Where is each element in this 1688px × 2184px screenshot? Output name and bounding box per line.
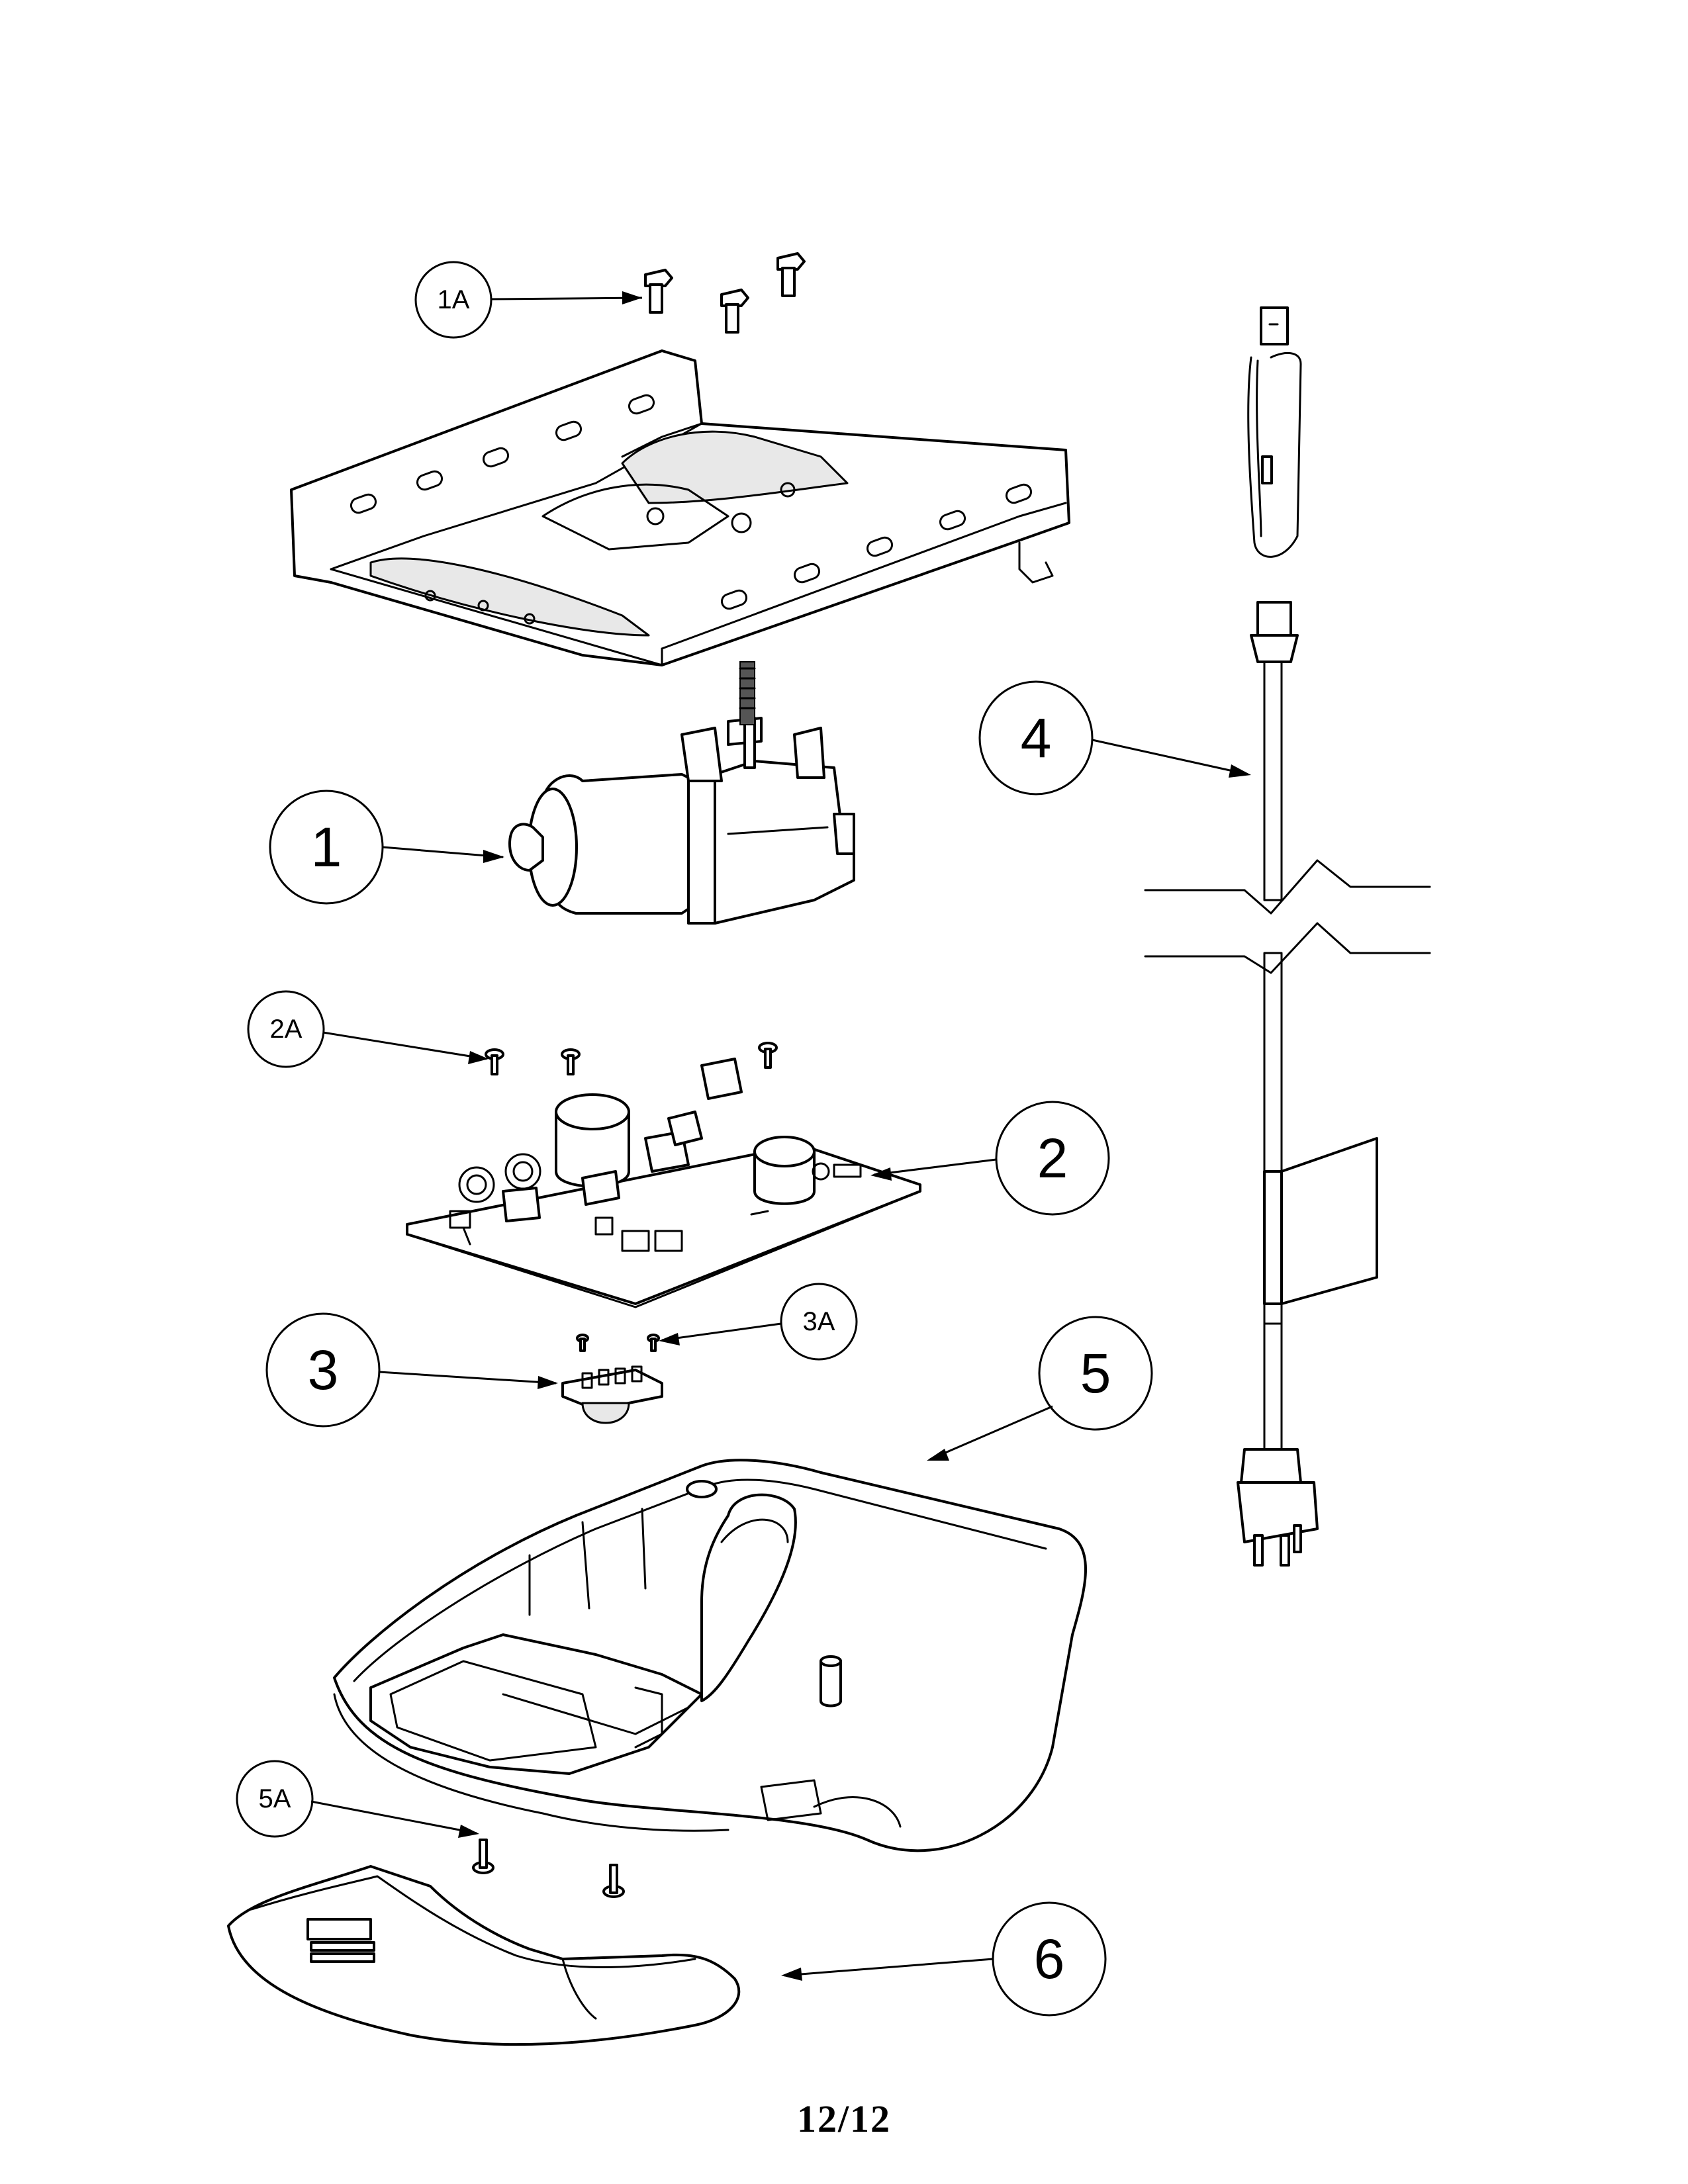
screw-icon bbox=[485, 1042, 778, 1075]
sensor-board-icon bbox=[561, 1365, 663, 1424]
callout-label: 3A bbox=[803, 1307, 835, 1336]
circuit-board-icon bbox=[406, 1058, 921, 1308]
callout-1a: 1A bbox=[414, 261, 643, 339]
screw-icon bbox=[576, 1334, 660, 1352]
callout-2a: 2A bbox=[247, 990, 489, 1068]
housing-icon bbox=[333, 1459, 1087, 1852]
callout-2: 2 bbox=[870, 1101, 1110, 1216]
callout-6: 6 bbox=[781, 1901, 1107, 2017]
power-cord-icon bbox=[1144, 306, 1431, 1567]
callout-5a: 5A bbox=[236, 1760, 479, 1838]
callout-label: 6 bbox=[1034, 1928, 1065, 1990]
lens-cover-icon bbox=[227, 1865, 741, 2046]
bolt-icon bbox=[644, 252, 806, 334]
callout-3a: 3A bbox=[659, 1283, 858, 1361]
callout-4: 4 bbox=[978, 680, 1251, 796]
callout-label: 2 bbox=[1037, 1127, 1068, 1189]
screw-icon bbox=[472, 1839, 625, 1898]
callout-label: 2A bbox=[270, 1015, 303, 1044]
motor-icon bbox=[508, 661, 855, 925]
callout-label: 1A bbox=[438, 285, 470, 314]
callout-3: 3 bbox=[265, 1312, 558, 1428]
callout-label: 5 bbox=[1080, 1342, 1111, 1404]
callout-label: 3 bbox=[308, 1339, 339, 1401]
page-number: 12/12 bbox=[796, 2097, 892, 2140]
callout-1: 1 bbox=[269, 790, 504, 905]
callout-label: 1 bbox=[311, 816, 342, 878]
callout-label: 4 bbox=[1021, 707, 1052, 769]
callout-5: 5 bbox=[927, 1316, 1153, 1461]
mounting-bracket bbox=[290, 349, 1070, 666]
callout-label: 5A bbox=[259, 1784, 291, 1813]
